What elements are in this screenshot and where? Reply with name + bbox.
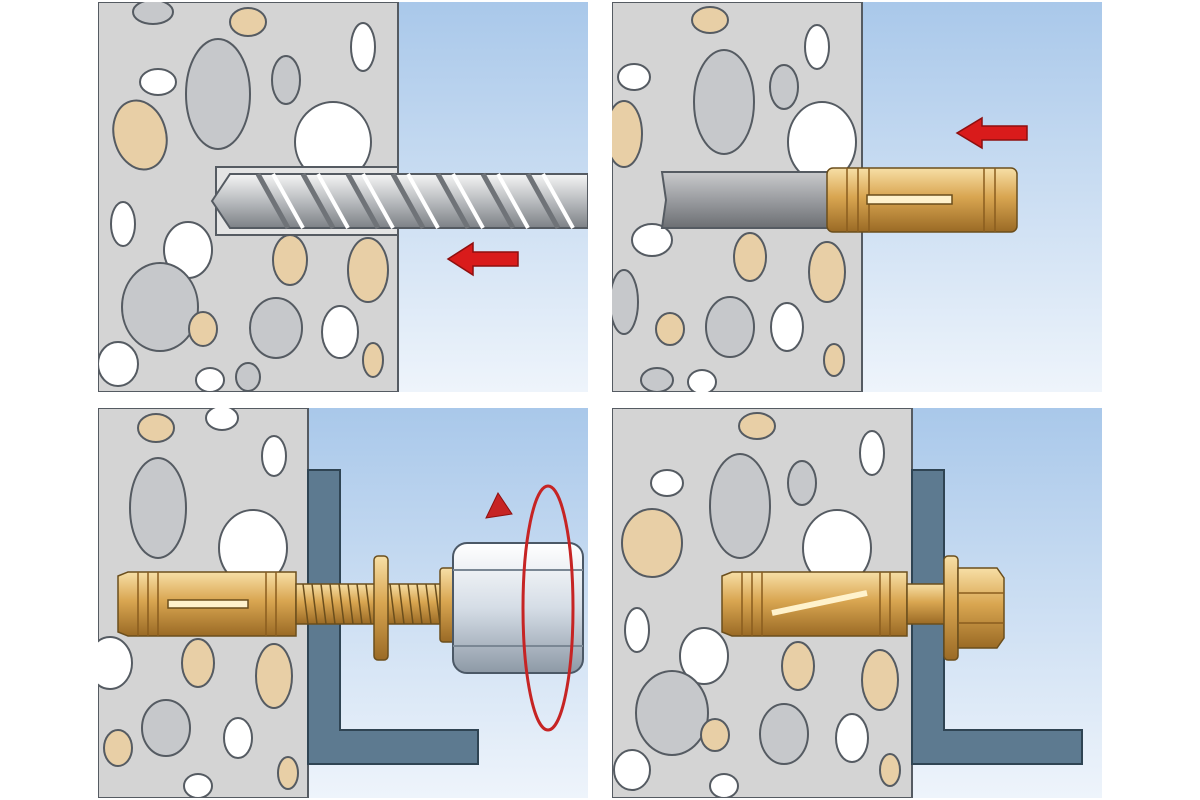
threaded-rod [295,583,447,625]
anchor-sleeve [826,167,1018,233]
anchor-sleeve [721,571,908,637]
pebbles [612,6,857,392]
steel-bracket [307,469,479,765]
drill-bit [210,172,588,230]
push-arrow [446,241,519,277]
washer [943,555,959,661]
step-2-insert-panel [612,2,1102,392]
step-4-fixed-panel [612,408,1102,798]
rotate-arrow [521,484,575,732]
pebbles [98,2,389,392]
push-arrow [955,116,1028,150]
anchor-sleeve [117,571,297,637]
step-1-drill-panel [98,2,588,392]
step-3-tighten-panel [98,408,588,798]
washer [373,555,389,661]
rotate-arrow-head [485,491,513,519]
socket-wrench [452,542,584,674]
hex-bolt-head [957,567,1005,649]
pebbles [98,408,299,798]
pebbles [613,412,901,798]
steel-bracket [911,469,1083,765]
